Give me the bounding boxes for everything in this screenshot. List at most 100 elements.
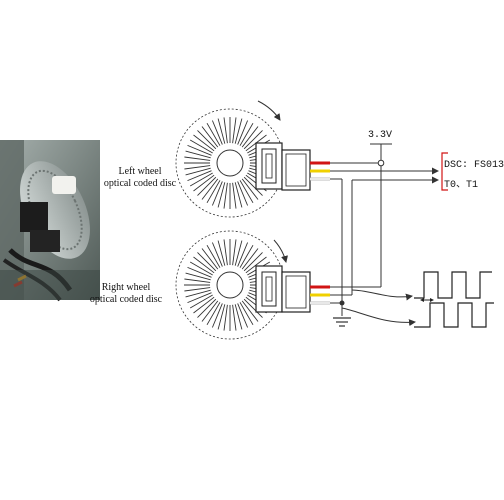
dsc-label: DSC: FS013 bbox=[444, 160, 504, 171]
disc-slot bbox=[234, 304, 243, 330]
disc-slot bbox=[185, 289, 211, 298]
encoder-photo-drawing bbox=[0, 140, 100, 302]
disc-slot bbox=[187, 266, 212, 278]
disc-slot bbox=[193, 134, 215, 152]
phase-arrow-left bbox=[420, 298, 424, 302]
disc-slot bbox=[234, 118, 243, 144]
disc-slot bbox=[243, 298, 263, 318]
left-wheel-label: Left wheel optical coded disc bbox=[98, 166, 182, 190]
disc-slot bbox=[187, 292, 212, 304]
junction-node bbox=[377, 159, 385, 167]
disc-slot bbox=[197, 298, 217, 318]
encoder-photo bbox=[0, 140, 100, 302]
disc-slot bbox=[223, 239, 228, 266]
right-wheel-label: Right wheel optical coded disc bbox=[74, 282, 178, 306]
disc-slot bbox=[217, 118, 226, 144]
disc-slot bbox=[232, 117, 237, 144]
disc-slot bbox=[201, 248, 219, 270]
disc-slot bbox=[211, 120, 223, 145]
disc-slot bbox=[223, 182, 228, 209]
right-wheel-label-line1: Right wheel bbox=[101, 282, 151, 293]
disc-slot bbox=[184, 156, 211, 161]
disc-slot bbox=[206, 180, 221, 204]
disc-slot bbox=[241, 126, 259, 148]
disc-slot bbox=[211, 181, 223, 206]
disc-slot bbox=[243, 130, 263, 150]
dsc-bracket bbox=[441, 152, 448, 191]
disc-slot bbox=[206, 244, 221, 268]
left-wheel-label-line1: Left wheel bbox=[118, 166, 162, 177]
disc-slot bbox=[189, 139, 213, 154]
disc-slot bbox=[237, 120, 249, 145]
left-wheel-label-line2: optical coded disc bbox=[103, 178, 177, 189]
disc-slot bbox=[217, 240, 226, 266]
disc-slot bbox=[184, 287, 211, 292]
voltage-label: 3.3V bbox=[368, 130, 393, 141]
disc-slot bbox=[223, 304, 228, 331]
disc-slot bbox=[239, 302, 254, 326]
disc-slot bbox=[223, 117, 228, 144]
disc-slot bbox=[201, 126, 219, 148]
disc-slot bbox=[197, 252, 217, 272]
disc-slot bbox=[237, 303, 249, 328]
disc-slot bbox=[193, 256, 215, 274]
probe-line-top bbox=[351, 289, 413, 301]
disc-slot bbox=[239, 180, 254, 204]
disc-slot bbox=[234, 182, 243, 208]
disc-slot bbox=[243, 176, 263, 196]
left-disc-hub bbox=[216, 149, 244, 177]
disc-slot bbox=[193, 174, 215, 192]
disc-slot bbox=[189, 172, 213, 187]
disc-slot bbox=[201, 178, 219, 200]
probe-line-bottom bbox=[341, 307, 416, 327]
disc-slot bbox=[184, 165, 211, 170]
power-wiring bbox=[330, 143, 392, 288]
waveform-a bbox=[414, 271, 492, 299]
rotation-arrow-icon-2 bbox=[273, 239, 288, 263]
disc-slot bbox=[217, 304, 226, 330]
right-disc-hub bbox=[216, 271, 244, 299]
disc-slot bbox=[232, 239, 237, 266]
disc-slot bbox=[189, 261, 213, 276]
left-optical-sensor bbox=[255, 142, 311, 191]
disc-slot bbox=[241, 248, 259, 270]
disc-slot bbox=[185, 272, 211, 281]
disc-slot bbox=[239, 244, 254, 268]
disc-slot bbox=[217, 182, 226, 208]
ground-icon bbox=[333, 317, 351, 327]
disc-slot bbox=[197, 176, 217, 196]
disc-slot bbox=[193, 296, 215, 314]
disc-slot bbox=[184, 278, 211, 283]
disc-slot bbox=[232, 182, 237, 209]
disc-slot bbox=[237, 181, 249, 206]
signal-wiring bbox=[330, 170, 438, 296]
phase-arrow-right bbox=[430, 298, 434, 302]
disc-slot bbox=[206, 302, 221, 326]
disc-slot bbox=[185, 167, 211, 176]
right-wheel-label-line2: optical coded disc bbox=[89, 294, 163, 305]
disc-slot bbox=[241, 178, 259, 200]
right-optical-sensor bbox=[255, 265, 311, 313]
disc-slot bbox=[197, 130, 217, 150]
disc-slot bbox=[211, 242, 223, 267]
disc-slot bbox=[237, 242, 249, 267]
disc-slot bbox=[185, 150, 211, 159]
disc-slot bbox=[201, 300, 219, 322]
waveform-b bbox=[414, 302, 494, 328]
disc-slot bbox=[232, 304, 237, 331]
disc-slot bbox=[187, 170, 212, 182]
disc-slot bbox=[211, 303, 223, 328]
rotation-arrow-icon bbox=[257, 100, 281, 121]
disc-slot bbox=[234, 240, 243, 266]
disc-slot bbox=[243, 252, 263, 272]
disc-slot bbox=[239, 122, 254, 146]
ground-junction bbox=[339, 300, 345, 306]
disc-slot bbox=[245, 256, 267, 274]
timer-label: T0、T1 bbox=[444, 180, 479, 191]
disc-slot bbox=[206, 122, 221, 146]
disc-slot bbox=[241, 300, 259, 322]
disc-slot bbox=[189, 294, 213, 309]
disc-slot bbox=[187, 144, 212, 156]
